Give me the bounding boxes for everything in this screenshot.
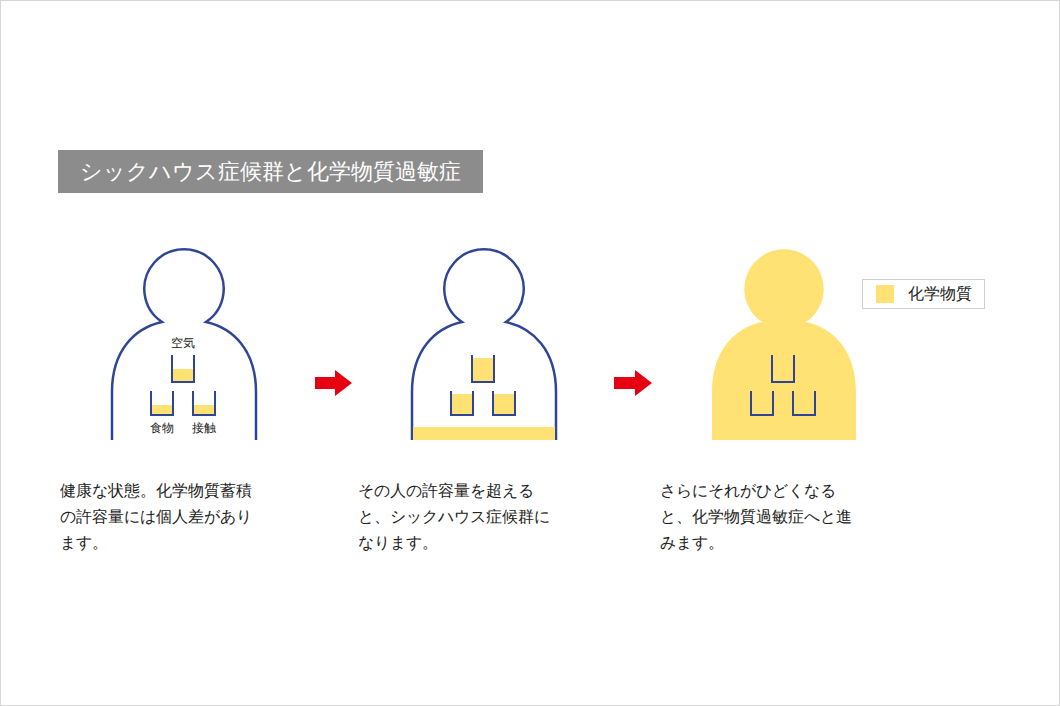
body-outline [412, 249, 556, 440]
person-figure [412, 249, 556, 440]
body-filled [712, 249, 856, 440]
legend-swatch [876, 285, 894, 303]
cup-level [173, 369, 193, 381]
person-figure [112, 249, 256, 440]
stage-caption: さらにそれがひどくなる と、化学物質過敏症へと進 みます。 [660, 478, 854, 556]
cup [493, 391, 515, 415]
source-label: 空気 [171, 336, 195, 350]
cup-level [152, 405, 172, 414]
cup [193, 391, 215, 415]
cup [472, 355, 494, 382]
cup [172, 355, 194, 382]
legend-text: 化学物質 [908, 284, 972, 305]
cup [751, 391, 773, 415]
overflow-band [413, 427, 555, 440]
arrow-head [335, 370, 352, 396]
arrow-shaft [315, 377, 336, 389]
cup-level [473, 358, 493, 381]
stage-caption: その人の許容量を超える と、シックハウス症候群に なります。 [358, 478, 552, 556]
body-outline [112, 249, 256, 440]
legend: 化学物質 [862, 279, 985, 309]
source-label: 食物 [150, 421, 174, 435]
stage-caption: 健康な状態。化学物質蓄積 の許容量には個人差があり ます。 [60, 478, 254, 556]
stage-panel: 健康な状態。化学物質蓄積 の許容量には個人差があり ます。 [56, 250, 315, 570]
cup [151, 391, 173, 415]
cup-level [494, 394, 514, 414]
cup-level [194, 405, 214, 414]
arrow-head [635, 370, 652, 396]
stage-panel: その人の許容量を超える と、シックハウス症候群に なります。 [354, 250, 614, 570]
person-figure [712, 249, 856, 440]
cup [772, 355, 794, 382]
source-label: 接触 [192, 421, 216, 435]
cup [793, 391, 815, 415]
cup-level [452, 394, 472, 414]
arrow-shaft [614, 377, 636, 389]
progress-arrow [315, 370, 352, 396]
progress-arrow [614, 370, 652, 396]
cup [451, 391, 473, 415]
title-bar: シックハウス症候群と化学物質過敏症 [58, 150, 483, 193]
